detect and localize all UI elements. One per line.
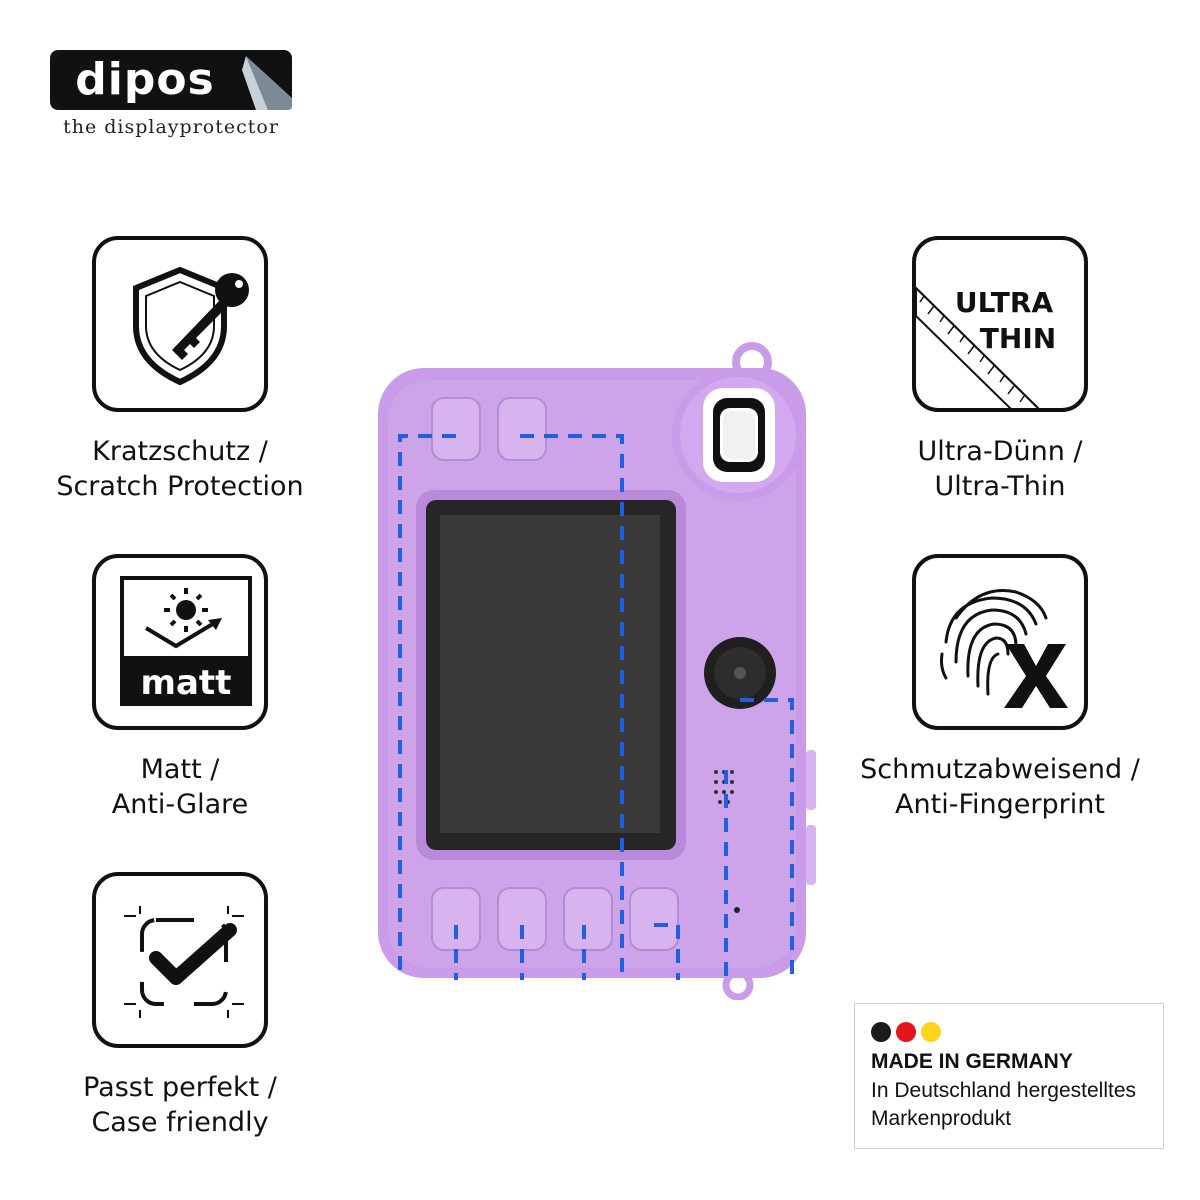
- kids-camera-illustration: [370, 340, 820, 1001]
- made-in-germany-line1: In Deutschland hergestelltes: [871, 1079, 1136, 1102]
- matt-tile: matt: [92, 554, 268, 730]
- scratch-protection-tile: [92, 236, 268, 412]
- case-friendly-caption: Passt perfekt / Case friendly: [30, 1070, 330, 1140]
- caption-line: Anti-Glare: [111, 789, 249, 820]
- flag-red-dot: [896, 1022, 916, 1042]
- anti-fingerprint-tile: [912, 554, 1088, 730]
- made-in-germany-title: MADE IN GERMANY: [871, 1050, 1073, 1073]
- case-friendly-tile: [92, 872, 268, 1048]
- caption-line: Anti-Fingerprint: [895, 789, 1105, 820]
- thin-label: THIN: [980, 322, 1056, 355]
- checkmark-frame-icon: [124, 906, 244, 1018]
- flag-gold-dot: [921, 1022, 941, 1042]
- shield-key-icon: [133, 266, 249, 386]
- brand-logo: [50, 50, 292, 110]
- caption-line: Matt /: [140, 754, 220, 785]
- fingerprint-x-icon: [940, 589, 1068, 708]
- ultra-label: ULTRA: [955, 286, 1054, 319]
- ultra-thin-tile: ULTRA THIN: [912, 236, 1088, 412]
- matt-label: matt: [141, 663, 232, 703]
- caption-line: Kratzschutz /: [92, 436, 268, 467]
- anti-fingerprint-caption: Schmutzabweisend / Anti-Fingerprint: [850, 752, 1150, 822]
- caption-line: Schmutzabweisend /: [860, 754, 1140, 785]
- matt-caption: Matt / Anti-Glare: [30, 752, 330, 822]
- caption-line: Passt perfekt /: [83, 1072, 277, 1103]
- ultra-thin-ruler-icon: ULTRA THIN: [916, 286, 1056, 408]
- caption-line: Scratch Protection: [56, 471, 304, 502]
- made-in-germany-line2: Markenprodukt: [871, 1107, 1012, 1130]
- matt-sun-icon: matt: [120, 576, 252, 706]
- caption-line: Ultra-Thin: [934, 471, 1066, 502]
- caption-line: Case friendly: [91, 1107, 269, 1138]
- caption-line: Ultra-Dünn /: [917, 436, 1083, 467]
- scratch-protection-caption: Kratzschutz / Scratch Protection: [30, 434, 330, 504]
- ultra-thin-caption: Ultra-Dünn / Ultra-Thin: [850, 434, 1150, 504]
- flag-black-dot: [871, 1022, 891, 1042]
- brand-tagline: the displayprotector: [63, 116, 279, 138]
- brand-name: dipos: [75, 54, 215, 105]
